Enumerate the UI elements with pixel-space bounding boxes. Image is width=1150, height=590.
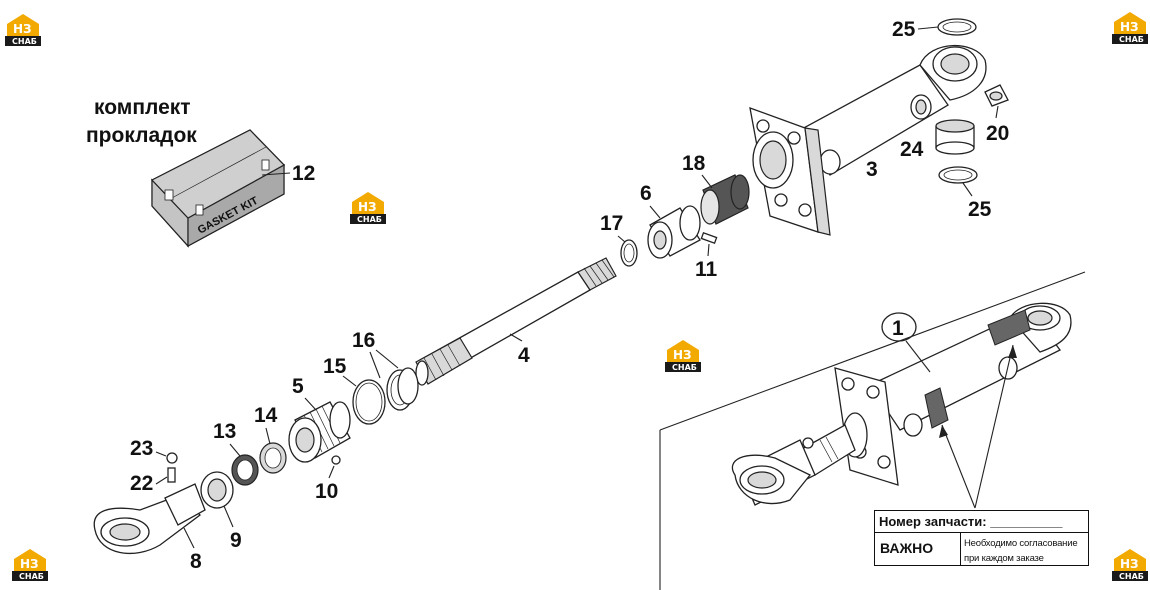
callout-12: 12	[292, 162, 315, 185]
logo-caption: СНАБ	[1119, 572, 1144, 581]
callout-5: 5	[292, 375, 304, 398]
important-label: ВАЖНО	[875, 533, 961, 566]
nut-23	[166, 452, 178, 464]
rod-eye-8	[93, 483, 206, 555]
logo-letters: НЗ	[20, 557, 39, 571]
order-note: Необходимо согласование при каждом заказ…	[961, 533, 1089, 566]
cylinder-barrel	[749, 44, 987, 236]
callout-3: 3	[866, 158, 878, 181]
decal-arrow-2	[941, 424, 976, 509]
logo-caption: СНАБ	[357, 215, 382, 224]
order-note-line2: при каждом заказе	[964, 553, 1044, 564]
callout-24: 24	[900, 138, 924, 161]
decal-arrow-1	[974, 344, 1014, 509]
kit-title-line2: прокладок	[86, 124, 197, 147]
logo-letters: НЗ	[1120, 20, 1139, 34]
spherical-bushing	[935, 119, 975, 155]
gasket-kit-box: GASKET KIT	[151, 129, 285, 248]
callout-13: 13	[213, 420, 236, 443]
logo-caption: СНАБ	[19, 572, 44, 581]
part-number-label: Номер запчасти: __________	[875, 511, 1088, 533]
logo-caption: СНАБ	[12, 37, 37, 46]
order-note-line1: Необходимо согласование	[964, 538, 1078, 549]
callout-18: 18	[682, 152, 706, 175]
logo-letters: НЗ	[13, 22, 32, 36]
kit-title-line1: комплект	[94, 96, 191, 119]
part-number-note: Номер запчасти: __________ ВАЖНО Необход…	[874, 510, 1089, 566]
logo-letters: НЗ	[673, 348, 692, 362]
piston-6	[647, 205, 701, 259]
logo-caption: СНАБ	[672, 363, 697, 372]
seal-kit-16	[386, 367, 419, 411]
callout-14: 14	[254, 404, 278, 427]
callout-11: 11	[695, 258, 718, 281]
screw-10	[331, 455, 341, 465]
callout-17: 17	[600, 212, 623, 235]
callout-6: 6	[640, 182, 652, 205]
bolt-22	[167, 467, 176, 483]
lock-nut-9	[200, 471, 234, 509]
callout-20: 20	[986, 122, 1009, 145]
callout-1: 1	[892, 317, 904, 340]
inset-border-top	[659, 271, 1086, 431]
callout-10: 10	[315, 480, 338, 503]
callout-22: 22	[130, 472, 153, 495]
callout-4: 4	[518, 344, 530, 367]
piston-rod	[415, 257, 617, 386]
callout-8: 8	[190, 550, 202, 573]
set-screw-11	[700, 231, 718, 245]
wear-ring-18	[700, 174, 750, 225]
callout-25-top: 25	[892, 18, 916, 41]
callout-9: 9	[230, 529, 242, 552]
callout-15: 15	[323, 355, 347, 378]
callout-25-bottom: 25	[968, 198, 992, 221]
callout-23: 23	[130, 437, 153, 460]
logo-letters: НЗ	[358, 200, 377, 214]
callout-1-circle	[881, 312, 917, 342]
logo-letters: НЗ	[1120, 557, 1139, 571]
logo-caption: СНАБ	[1119, 35, 1144, 44]
gland-5	[288, 401, 351, 463]
assembled-cylinder	[731, 302, 1072, 506]
grease-fitting	[984, 84, 1009, 107]
callout-16: 16	[352, 329, 375, 352]
